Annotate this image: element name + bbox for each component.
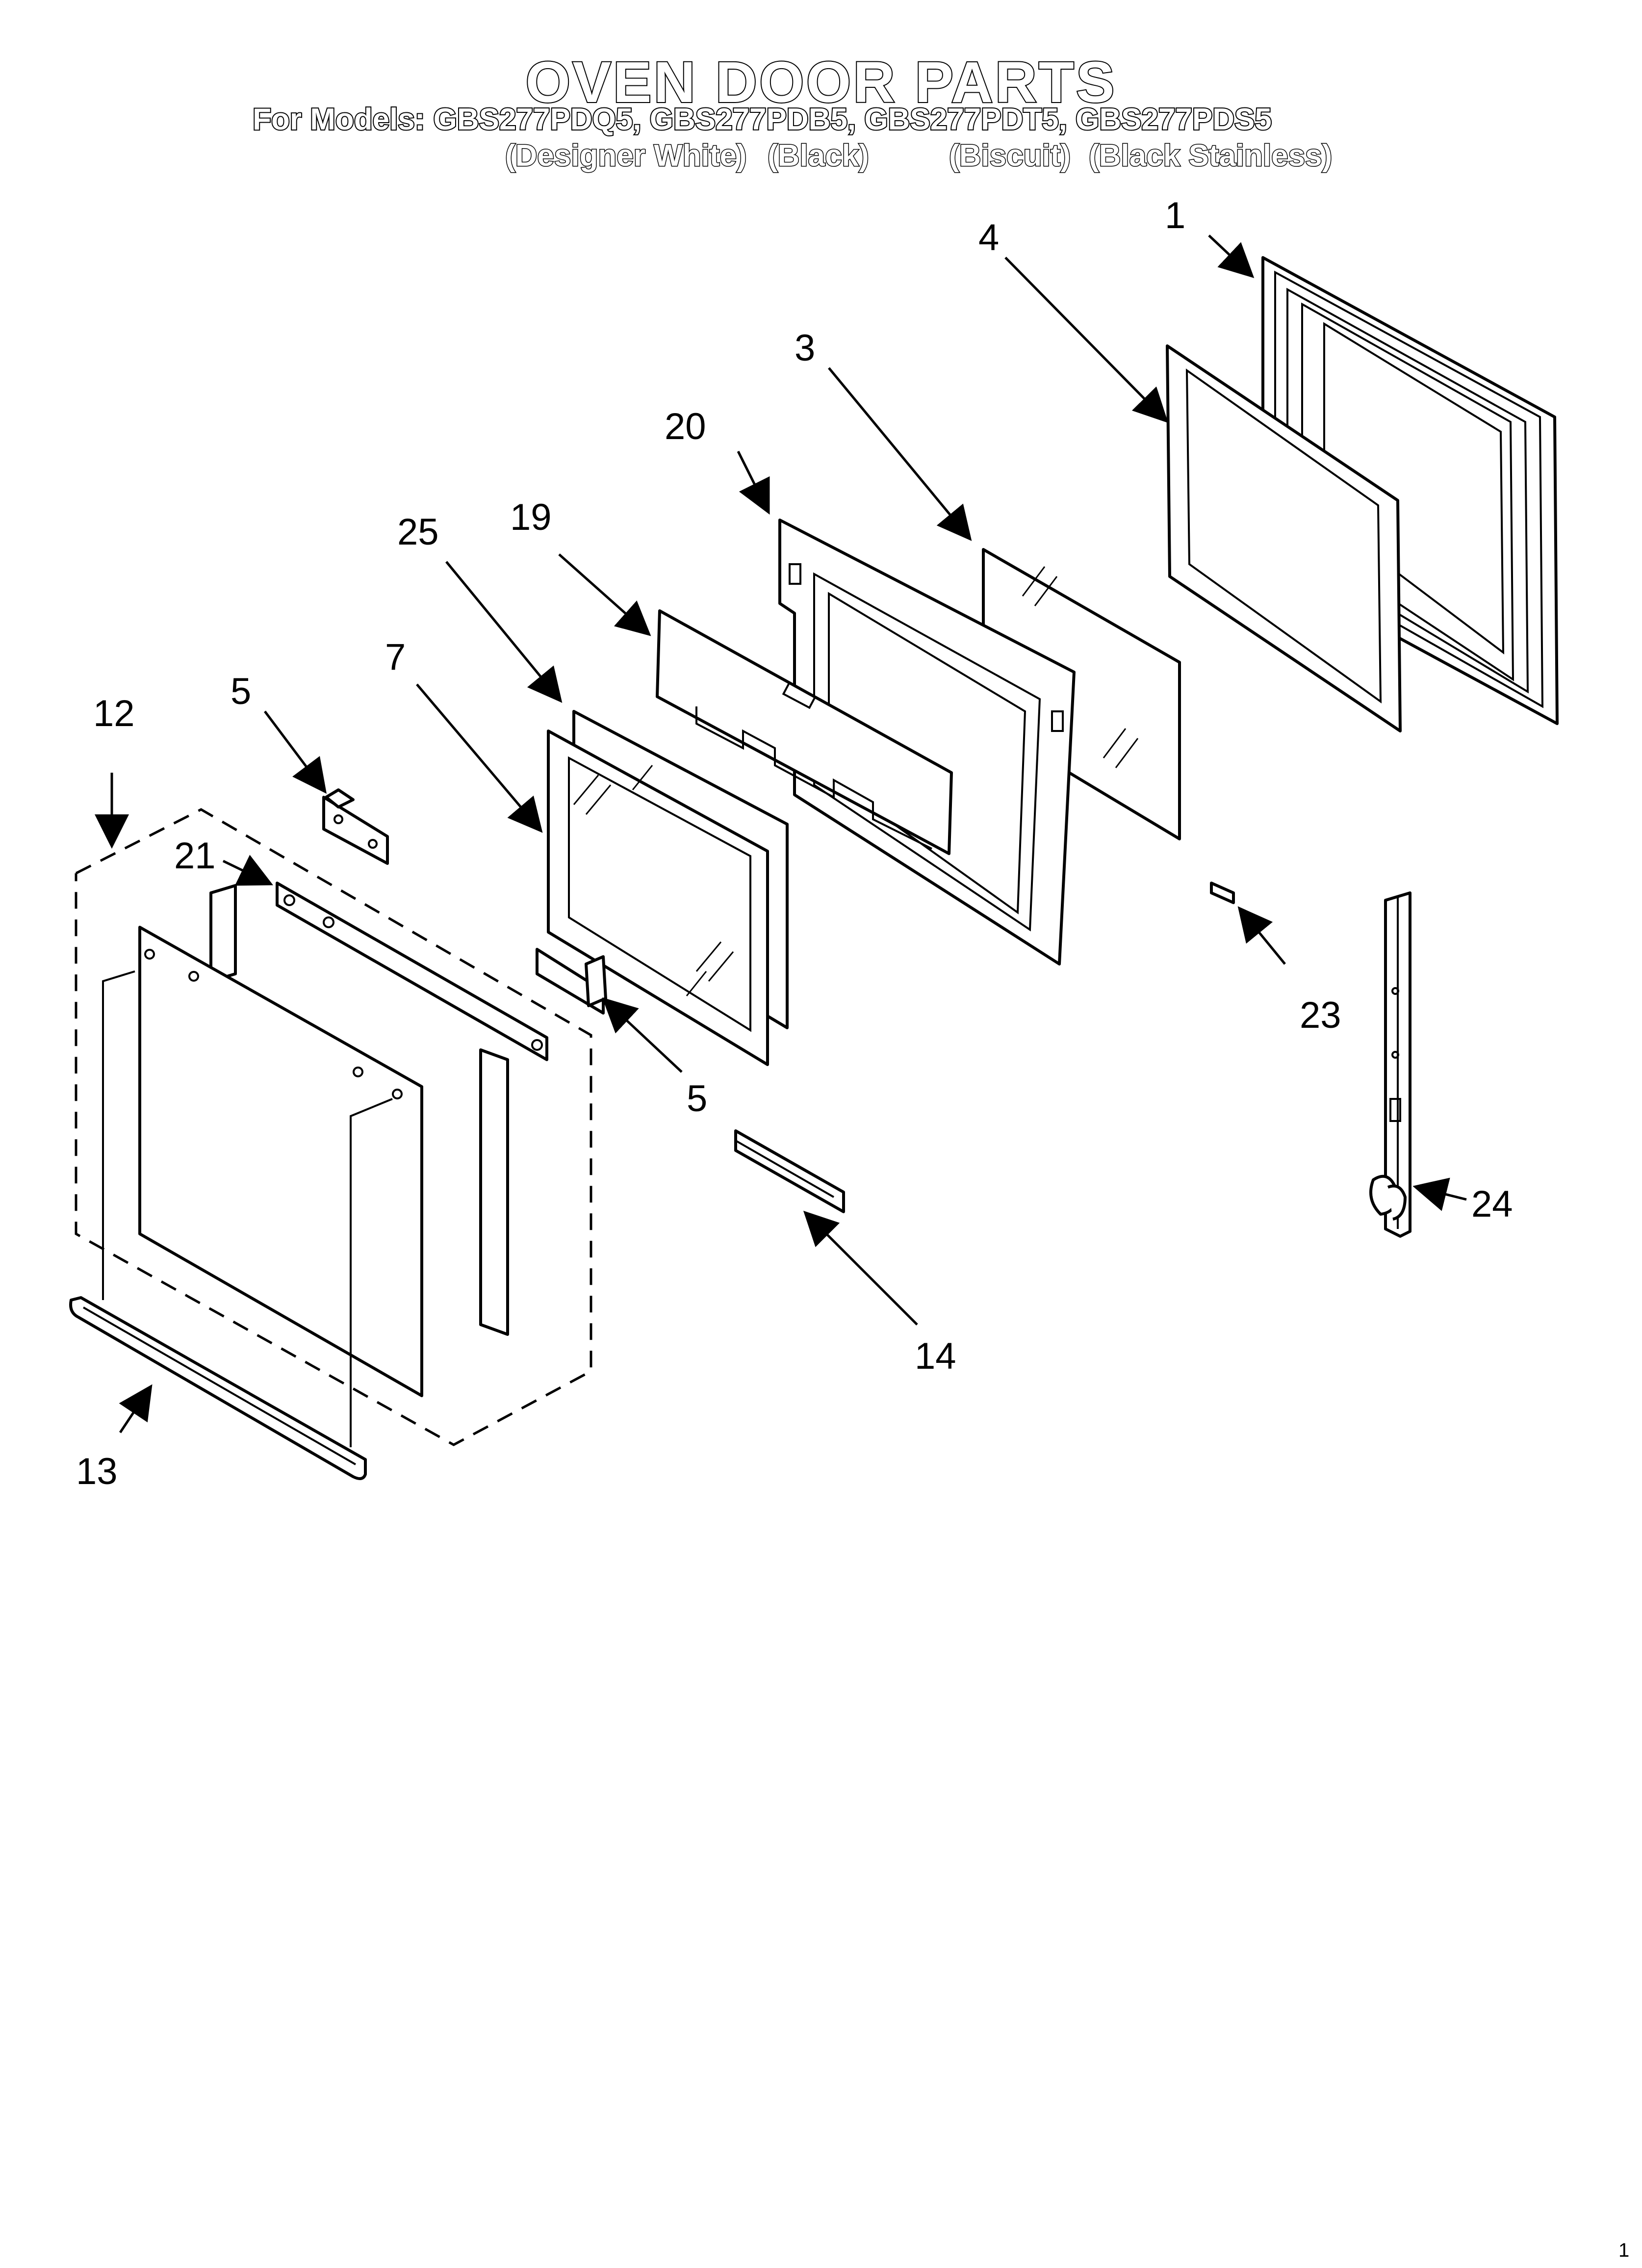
models-line: For Models: GBS277PDQ5, GBS277PDB5, GBS2… xyxy=(252,102,1273,137)
callout-24: 24 xyxy=(1471,1183,1513,1225)
callout-1: 1 xyxy=(1165,195,1185,236)
part-4-door-frame xyxy=(1166,344,1402,732)
side-trim-strips xyxy=(209,884,509,1336)
part-13-bottom-trim xyxy=(69,1296,367,1480)
part-21-top-trim-strip xyxy=(276,882,548,1061)
callout-5-lower: 5 xyxy=(687,1078,707,1120)
part-14-vent-strip xyxy=(734,1129,845,1213)
diagram-title: OVEN DOOR PARTS xyxy=(524,49,1117,116)
callout-4: 4 xyxy=(978,217,999,259)
callout-13: 13 xyxy=(76,1451,118,1492)
callout-19: 19 xyxy=(510,496,552,538)
callout-21: 21 xyxy=(174,835,216,877)
callout-23: 23 xyxy=(1300,994,1341,1036)
part-5-upper-hinge-bracket xyxy=(322,788,389,865)
finish-black: (Black) xyxy=(767,138,870,174)
part-12-outer-door-assembly xyxy=(75,808,592,1446)
finish-black-stainless: (Black Stainless) xyxy=(1088,138,1333,174)
callout-25: 25 xyxy=(397,511,439,553)
page-number: 1 xyxy=(1618,2240,1629,2261)
part-5-lower-hinge-bracket xyxy=(536,948,607,1015)
callout-5-upper: 5 xyxy=(231,671,251,712)
part-24-hinge-arm xyxy=(1369,891,1411,1238)
part-23-clip xyxy=(1210,882,1235,904)
callout-14: 14 xyxy=(915,1335,956,1377)
callout-7: 7 xyxy=(385,636,406,678)
callout-12: 12 xyxy=(93,693,135,734)
callout-20: 20 xyxy=(665,406,706,447)
part-7-inner-glass xyxy=(547,730,769,1066)
outer-door-glass xyxy=(138,926,423,1397)
finish-biscuit: (Biscuit) xyxy=(949,138,1072,174)
part-19-insulation-shield xyxy=(656,609,953,855)
finish-designer-white: (Designer White) xyxy=(505,138,748,174)
assembly-guide-lines xyxy=(102,970,393,1447)
callout-leaders xyxy=(95,235,1467,1434)
callout-3: 3 xyxy=(795,327,815,369)
